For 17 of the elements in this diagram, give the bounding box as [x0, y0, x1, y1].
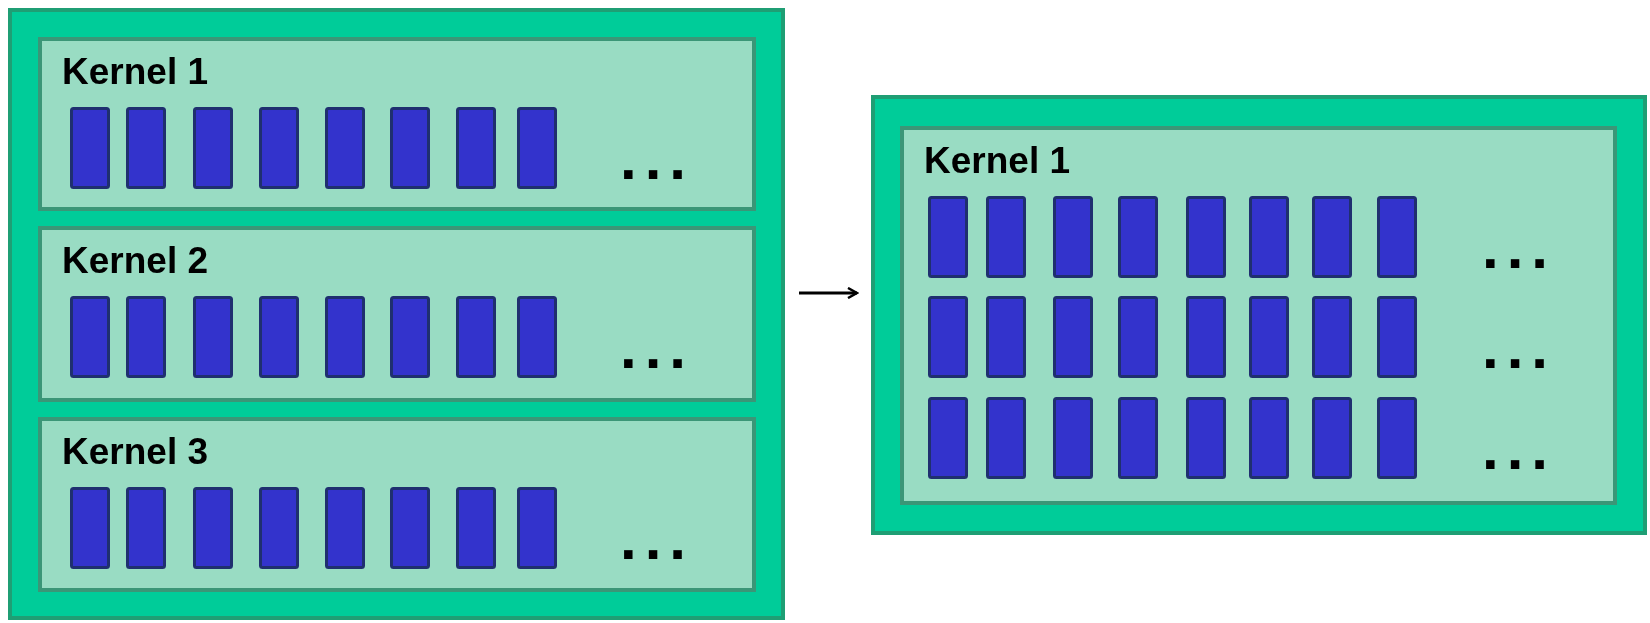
kernel-box — [900, 126, 1617, 505]
kernel-title: Kernel 2 — [62, 240, 208, 282]
ellipsis: ... — [1482, 318, 1556, 378]
kernel-title: Kernel 3 — [62, 431, 208, 473]
kernel-box — [38, 37, 756, 211]
kernel-title: Kernel 1 — [62, 51, 208, 93]
ellipsis: ... — [1482, 218, 1556, 278]
arrow — [799, 286, 859, 300]
kernel-box — [38, 226, 756, 402]
container-box — [8, 8, 785, 620]
kernel-box — [38, 417, 756, 592]
kernel-title: Kernel 1 — [924, 140, 1070, 182]
ellipsis: ... — [1482, 419, 1556, 479]
container-box — [871, 95, 1647, 535]
ellipsis: ... — [620, 129, 694, 189]
ellipsis: ... — [620, 509, 694, 569]
ellipsis: ... — [620, 318, 694, 378]
